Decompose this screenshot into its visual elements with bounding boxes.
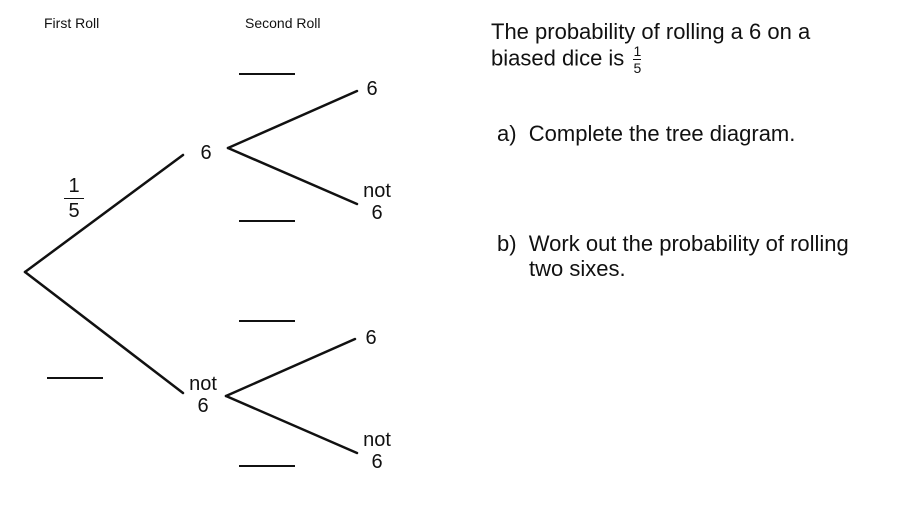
first-roll-header: First Roll [44, 15, 100, 31]
part-b-line1: b) Work out the probability of rolling [497, 231, 849, 256]
branch-upper-six [226, 89, 359, 150]
blank-lower-six[interactable] [239, 320, 295, 322]
node-upper-six: 6 [366, 78, 378, 100]
node-first-not-six: not 6 [185, 373, 221, 417]
intro-line2: biased dice is [491, 45, 625, 71]
node-first-six: 6 [200, 142, 212, 164]
intro-fraction-denominator: 5 [633, 60, 642, 76]
intro-fraction-bar [633, 59, 642, 60]
branch-first-not-six [23, 270, 185, 395]
branch-upper-not-six [226, 146, 359, 206]
second-roll-header: Second Roll [245, 15, 321, 31]
given-probability-fraction: 1 5 [61, 176, 87, 221]
node-upper-not-line2: 6 [371, 202, 383, 224]
node-first-not-line2: 6 [197, 395, 209, 417]
node-upper-not-six: not 6 [358, 180, 396, 224]
branch-lower-not-six [224, 394, 359, 455]
question-part-a: a) Complete the tree diagram. [497, 121, 796, 146]
node-lower-six: 6 [365, 327, 377, 349]
blank-upper-six[interactable] [239, 73, 295, 75]
fraction-numerator: 1 [68, 175, 80, 197]
question-part-b: b) Work out the probability of rolling t… [497, 231, 897, 281]
intro-fraction: 1 5 [633, 43, 642, 76]
fraction-denominator: 5 [68, 200, 80, 222]
blank-upper-not-six[interactable] [239, 220, 295, 222]
blank-first-not-six[interactable] [47, 377, 103, 379]
fraction-bar [64, 198, 84, 199]
intro-line1: The probability of rolling a 6 on a [491, 19, 811, 44]
node-lower-not-line2: 6 [371, 451, 383, 473]
intro-fraction-numerator: 1 [633, 43, 642, 59]
question-intro: The probability of rolling a 6 on a bias… [491, 19, 891, 75]
node-upper-not-line1: not [363, 180, 391, 202]
node-lower-not-line1: not [363, 429, 391, 451]
part-b-line2: two sixes. [529, 256, 626, 281]
node-lower-not-six: not 6 [358, 429, 396, 473]
branch-first-six [23, 153, 185, 274]
branch-lower-six [224, 337, 357, 398]
node-first-not-line1: not [189, 373, 217, 395]
blank-lower-not-six[interactable] [239, 465, 295, 467]
